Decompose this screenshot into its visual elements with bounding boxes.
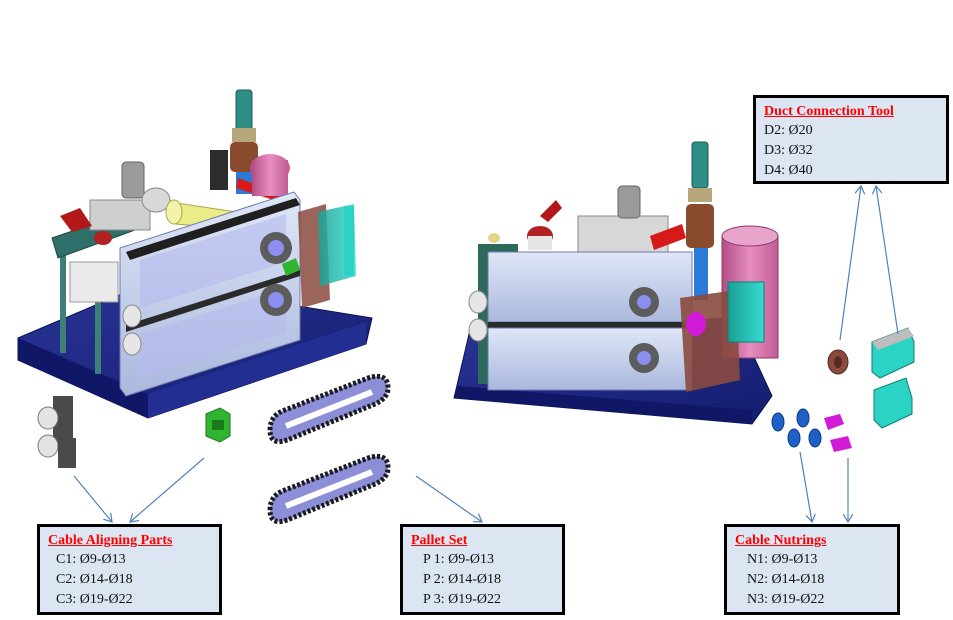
callout-title: Cable Aligning Parts bbox=[48, 533, 173, 548]
callout-item: D3: Ø32 bbox=[764, 143, 813, 158]
duct-connection-clamp bbox=[871, 327, 915, 429]
callout-item: C2: Ø14-Ø18 bbox=[56, 572, 133, 587]
callout-duct-connection-tool: Duct Connection Tool D2: Ø20 D3: Ø32 D4:… bbox=[753, 95, 949, 184]
cable-nutrings-blue bbox=[771, 408, 822, 448]
pallet-chain-lower bbox=[267, 453, 391, 525]
green-aligning-part bbox=[205, 407, 231, 443]
callout-title: Pallet Set bbox=[411, 533, 468, 548]
pulling-housing-right bbox=[487, 251, 693, 323]
callout-item: D4: Ø40 bbox=[764, 163, 813, 178]
callout-title: Cable Nutrings bbox=[735, 533, 827, 548]
arrow-clamp-to-duct bbox=[876, 186, 899, 335]
cable-aligning-rollers bbox=[37, 396, 76, 468]
machine-right-view bbox=[453, 141, 779, 425]
arrow-green-to-aligning bbox=[130, 457, 205, 522]
callout-item: N2: Ø14-Ø18 bbox=[747, 572, 825, 587]
callout-cable-aligning-parts: Cable Aligning Parts C1: Ø9-Ø13 C2: Ø14-… bbox=[37, 524, 222, 615]
pallet-chain-upper bbox=[267, 373, 391, 445]
callout-item: C3: Ø19-Ø22 bbox=[56, 592, 133, 607]
callout-item: C1: Ø9-Ø13 bbox=[56, 552, 126, 567]
callout-item: P 2: Ø14-Ø18 bbox=[423, 572, 502, 587]
arrow-ring-to-duct bbox=[839, 186, 861, 341]
cable-nutrings-magenta bbox=[824, 414, 852, 452]
arrow-blue-to-nutrings bbox=[799, 451, 812, 522]
callout-title: Duct Connection Tool bbox=[764, 104, 894, 119]
callout-cable-nutrings: Cable Nutrings N1: Ø9-Ø13 N2: Ø14-Ø18 N3… bbox=[724, 524, 900, 615]
arrow-rollers-to-aligning bbox=[73, 475, 112, 522]
callout-item: P 3: Ø19-Ø22 bbox=[423, 592, 502, 607]
duct-connection-ring bbox=[827, 349, 849, 375]
callout-item: N3: Ø19-Ø22 bbox=[747, 592, 825, 607]
callout-item: N1: Ø9-Ø13 bbox=[747, 552, 818, 567]
callout-item: D2: Ø20 bbox=[764, 123, 813, 138]
callout-item: P 1: Ø9-Ø13 bbox=[423, 552, 495, 567]
machine-left-view bbox=[17, 89, 373, 419]
callout-pallet-set: Pallet Set P 1: Ø9-Ø13 P 2: Ø14-Ø18 P 3:… bbox=[400, 524, 565, 615]
arrow-chain-to-pallet bbox=[415, 475, 482, 522]
callout-arrows bbox=[73, 186, 899, 522]
